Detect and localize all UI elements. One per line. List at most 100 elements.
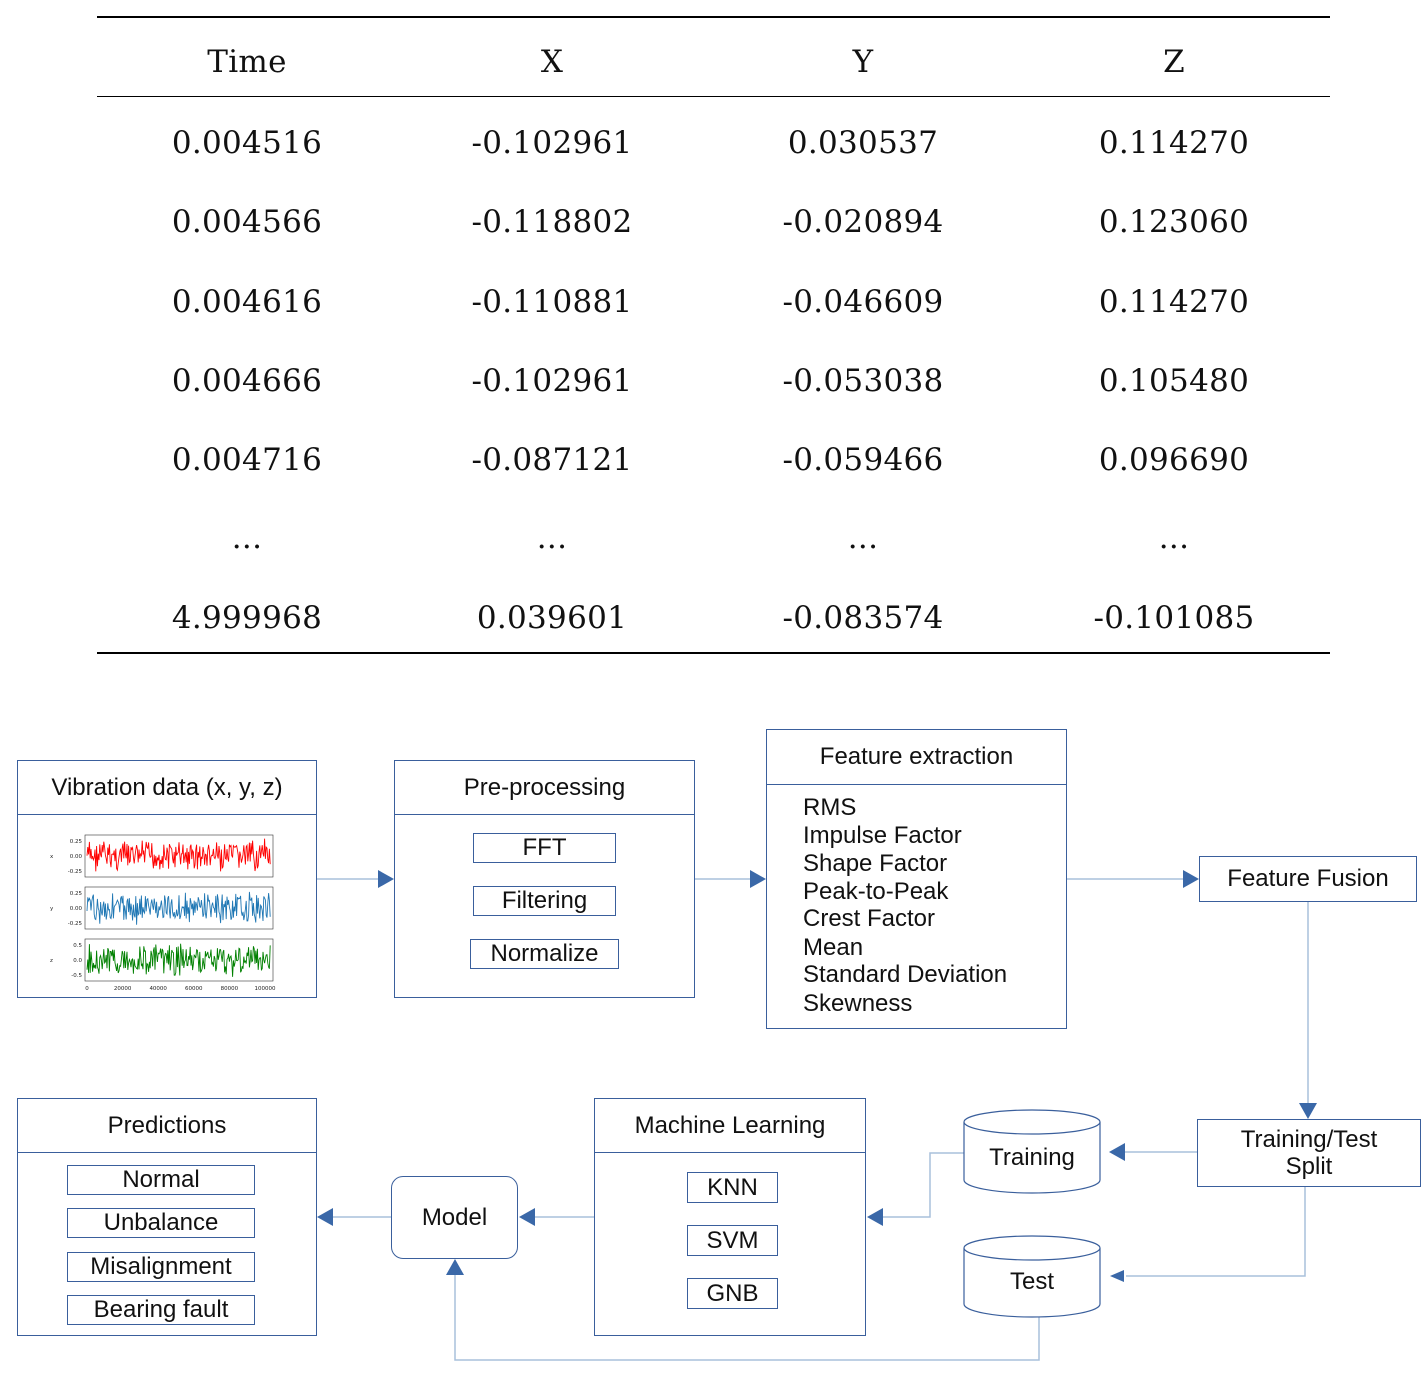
table-cell: -0.020894 xyxy=(782,204,944,240)
model-box: Model xyxy=(391,1176,518,1259)
arrowhead xyxy=(519,1208,535,1226)
x-tick-label: 40000 xyxy=(149,986,167,992)
arrowhead xyxy=(867,1208,883,1226)
axis-letter: x xyxy=(50,854,54,860)
vibration-data-table: Time X Y Z 0.004516 -0.102961 0.030537 0… xyxy=(97,16,1330,654)
feature-peak-to-peak: Peak-to-Peak xyxy=(803,878,949,905)
normalize-step: Normalize xyxy=(470,939,619,969)
gnb-classifier: GNB xyxy=(687,1278,778,1309)
table-cell: -0.110881 xyxy=(471,284,633,320)
feature-skewness: Skewness xyxy=(803,990,913,1017)
feature-impulse-factor: Impulse Factor xyxy=(803,822,962,849)
y-tick-label: -0.25 xyxy=(68,869,83,875)
arrow-split-to-test xyxy=(1126,1187,1306,1277)
knn-classifier: KNN xyxy=(687,1172,778,1203)
table-cell: -0.059466 xyxy=(782,442,944,478)
prediction-unbalance: Unbalance xyxy=(67,1208,255,1238)
table-cell: -0.102961 xyxy=(471,125,633,161)
y-tick-label: -0.25 xyxy=(68,921,83,927)
table-cell-ellipsis: ... xyxy=(231,520,263,556)
y-tick-label: 0.25 xyxy=(70,839,83,845)
table-cell: -0.118802 xyxy=(471,204,633,240)
table-cell: -0.102961 xyxy=(471,363,633,399)
y-tick-label: 0.0 xyxy=(73,958,82,964)
fft-step: FFT xyxy=(473,833,616,863)
test-database-icon xyxy=(963,1235,1101,1318)
arrowhead xyxy=(446,1259,464,1275)
column-header-z: Z xyxy=(1163,44,1185,80)
column-header-y: Y xyxy=(852,44,874,80)
table-cell: 0.004616 xyxy=(171,284,323,320)
split-label-line2: Split xyxy=(1285,1153,1333,1180)
table-cell: 4.999968 xyxy=(171,600,323,636)
vibration-data-title: Vibration data (x, y, z) xyxy=(18,761,316,815)
training-database-icon xyxy=(963,1109,1101,1194)
x-tick-label: 80000 xyxy=(221,986,239,992)
x-tick-label: 60000 xyxy=(185,986,203,992)
table-cell: 0.030537 xyxy=(787,125,939,161)
filtering-step: Filtering xyxy=(473,886,616,916)
y-tick-label: 0.25 xyxy=(70,891,83,897)
split-label-line1: Training/Test xyxy=(1240,1126,1378,1153)
arrowhead xyxy=(378,870,394,888)
table-cell: 0.114270 xyxy=(1098,125,1250,161)
feature-rms: RMS xyxy=(803,794,857,821)
table-cell: 0.004716 xyxy=(171,442,323,478)
arrowhead xyxy=(1110,1270,1124,1282)
arrowhead xyxy=(1183,870,1199,888)
arrowhead xyxy=(1109,1143,1125,1161)
prediction-bearing-fault: Bearing fault xyxy=(67,1295,255,1325)
arrow-training-to-ml xyxy=(883,1152,964,1218)
feature-fusion-box: Feature Fusion xyxy=(1199,856,1417,902)
y-tick-label: 0.5 xyxy=(73,943,82,949)
prediction-misalignment: Misalignment xyxy=(67,1252,255,1282)
vibration-signal-plot: 0.250.00-0.25x0.250.00-0.25y0.50.0-0.5z0… xyxy=(50,834,276,992)
table-cell: 0.096690 xyxy=(1098,442,1250,478)
train-test-split-box: Training/Test Split xyxy=(1197,1119,1421,1187)
table-cell: 0.105480 xyxy=(1098,363,1250,399)
feature-standard-deviation: Standard Deviation xyxy=(803,961,1008,988)
machine-learning-title: Machine Learning xyxy=(595,1099,865,1153)
column-header-x: X xyxy=(540,44,564,80)
table-cell: 0.123060 xyxy=(1098,204,1250,240)
feature-mean: Mean xyxy=(803,934,864,961)
table-cell: 0.004566 xyxy=(171,204,323,240)
column-header-time: Time xyxy=(207,44,287,80)
table-cell: 0.004516 xyxy=(171,125,323,161)
table-cell: -0.087121 xyxy=(471,442,633,478)
x-tick-label: 100000 xyxy=(255,986,276,992)
table-header-rule xyxy=(97,96,1330,97)
signal-trace-x xyxy=(86,838,271,872)
table-cell: -0.101085 xyxy=(1093,600,1255,636)
table-cell: -0.053038 xyxy=(782,363,944,399)
table-cell: 0.039601 xyxy=(476,600,628,636)
table-cell-ellipsis: ... xyxy=(536,520,568,556)
y-tick-label: 0.00 xyxy=(70,854,83,860)
table-cell: 0.004666 xyxy=(171,363,323,399)
table-cell: -0.046609 xyxy=(782,284,944,320)
prediction-normal: Normal xyxy=(67,1165,255,1195)
arrowhead xyxy=(317,1208,333,1226)
arrowhead xyxy=(750,870,766,888)
x-tick-label: 20000 xyxy=(114,986,132,992)
table-cell: -0.083574 xyxy=(782,600,944,636)
axis-letter: z xyxy=(50,958,53,964)
feature-shape-factor: Shape Factor xyxy=(803,850,948,877)
preprocessing-title: Pre-processing xyxy=(395,761,694,815)
table-cell: 0.114270 xyxy=(1098,284,1250,320)
arrowhead xyxy=(1299,1103,1317,1119)
y-tick-label: -0.5 xyxy=(71,973,82,979)
signal-trace-y xyxy=(86,891,271,925)
test-label: Test xyxy=(1009,1268,1054,1295)
feature-extraction-title: Feature extraction xyxy=(767,730,1066,785)
training-label: Training xyxy=(989,1144,1075,1171)
y-tick-label: 0.00 xyxy=(70,906,83,912)
vibration-data-box: Vibration data (x, y, z) 0.25 0.00 -0.25 x 0… xyxy=(17,760,317,998)
signal-trace-z xyxy=(86,943,271,977)
table-cell-ellipsis: ... xyxy=(847,520,879,556)
table-top-rule xyxy=(97,16,1330,18)
arrow-test-to-model xyxy=(454,1275,1040,1361)
table-bottom-rule xyxy=(97,652,1330,654)
